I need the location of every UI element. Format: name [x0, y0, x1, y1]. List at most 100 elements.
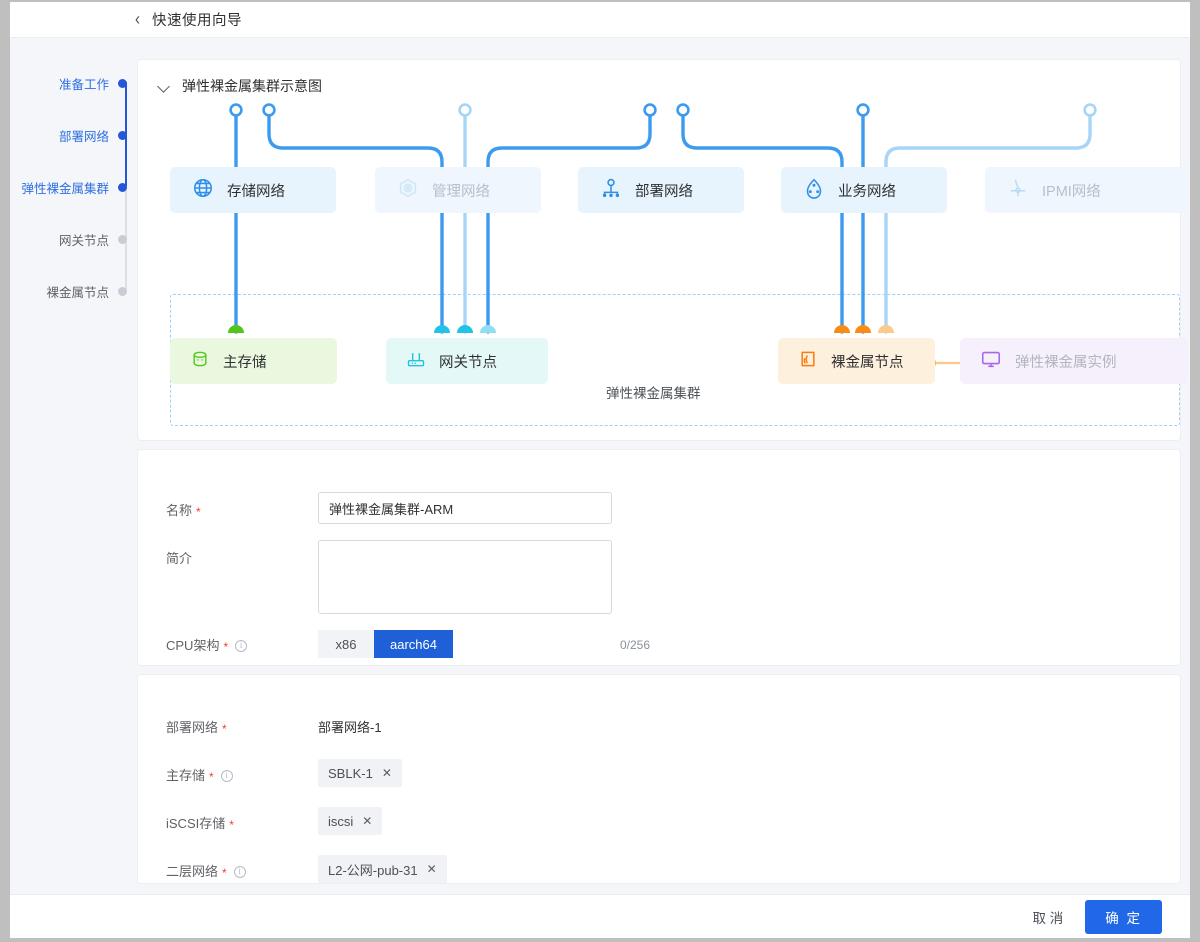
sidebar-item-deploy-network[interactable]: 部署网络 — [59, 126, 127, 145]
diagram-card: 弹性裸金属集群示意图 弹性裸金属集群 — [138, 60, 1188, 440]
window-frame-right — [1190, 0, 1200, 942]
network-box-deploy[interactable]: 部署网络 — [578, 167, 744, 213]
form-row-iscsi-storage: iSCSI存储 * iscsi ✕ — [166, 807, 383, 835]
primary-storage-tag[interactable]: SBLK-1 ✕ — [318, 759, 402, 787]
intro-textarea[interactable] — [318, 540, 612, 614]
remove-tag-icon[interactable]: ✕ — [362, 814, 373, 828]
signal-icon — [798, 349, 818, 374]
diagram-title: 弹性裸金属集群示意图 — [182, 78, 322, 94]
info-icon[interactable] — [233, 864, 246, 878]
step-dot-icon — [118, 183, 127, 192]
monitor-icon — [980, 348, 1002, 375]
required-marker: * — [222, 721, 227, 736]
l2-network-label-text: 二层网络 — [166, 864, 219, 879]
l2-network-label: 二层网络 * — [166, 855, 318, 880]
step-label: 准备工作 — [58, 78, 109, 92]
cpu-arch-option-aarch64[interactable]: aarch64 — [374, 630, 453, 658]
target-icon — [397, 177, 419, 204]
database-icon — [190, 349, 210, 374]
step-rail-segment-4 — [125, 238, 127, 290]
window-frame-bottom — [0, 938, 1200, 942]
tag-label: iscsi — [328, 813, 354, 829]
node-label: 弹性裸金属实例 — [1015, 354, 1117, 371]
required-marker: * — [196, 504, 201, 519]
node-label: 主存储 — [223, 354, 267, 371]
name-label-text: 名称 — [166, 503, 193, 518]
page-body: 准备工作 部署网络 弹性裸金属集群 网关节点 裸金属节点 — [10, 38, 1190, 898]
step-dot-icon — [118, 79, 127, 88]
step-dot-icon — [118, 235, 127, 244]
network-label: IPMI网络 — [1042, 183, 1101, 200]
tag-label: L2-公网-pub-31 — [328, 862, 418, 878]
node-box-baremetal[interactable]: 裸金属节点 — [778, 338, 935, 384]
remove-tag-icon[interactable]: ✕ — [426, 862, 437, 876]
sidebar-item-baremetal-cluster[interactable]: 弹性裸金属集群 — [21, 178, 127, 197]
name-input[interactable] — [318, 492, 612, 524]
sitemap-icon — [600, 177, 622, 204]
cluster-diagram: 弹性裸金属集群 — [138, 60, 1188, 440]
step-label: 裸金属节点 — [46, 286, 109, 300]
network-config-card: 部署网络 * 部署网络-1 主存储 * SBLK-1 ✕ iSCSI存储 — [138, 675, 1180, 883]
cluster-caption: 弹性裸金属集群 — [606, 386, 701, 401]
sidebar-item-preparation[interactable]: 准备工作 — [59, 74, 127, 93]
cpu-arch-option-x86[interactable]: x86 — [318, 630, 374, 658]
diagram-collapse-header[interactable]: 弹性裸金属集群示意图 — [158, 76, 322, 96]
iscsi-storage-label-text: iSCSI存储 — [166, 816, 226, 831]
network-label: 管理网络 — [432, 183, 490, 200]
cancel-button[interactable]: 取 消 — [1022, 901, 1073, 933]
window-frame-left — [0, 0, 10, 942]
window-frame-top — [0, 0, 1200, 2]
network-box-management[interactable]: 管理网络 — [375, 167, 541, 213]
remove-tag-icon[interactable]: ✕ — [381, 766, 392, 780]
wizard-steps: 准备工作 部署网络 弹性裸金属集群 网关节点 裸金属节点 — [10, 38, 135, 318]
globe-icon — [192, 177, 214, 204]
dialog-footer: 取 消 确 定 — [10, 894, 1190, 938]
chevron-left-icon[interactable]: ‹ — [135, 8, 140, 31]
network-box-business[interactable]: 业务网络 — [781, 167, 947, 213]
deploy-network-value: 部署网络-1 — [318, 720, 382, 735]
required-marker: * — [222, 865, 227, 880]
l2-network-tag[interactable]: L2-公网-pub-31 ✕ — [318, 855, 447, 883]
intro-label: 简介 — [166, 540, 318, 567]
network-label: 部署网络 — [635, 183, 693, 200]
node-label: 网关节点 — [439, 354, 497, 371]
intro-counter: 0/256 — [620, 638, 651, 652]
step-rail-segment-1 — [125, 82, 127, 134]
confirm-button[interactable]: 确 定 — [1085, 899, 1162, 934]
form-row-primary-storage: 主存储 * SBLK-1 ✕ — [166, 759, 402, 787]
sidebar-item-baremetal-node[interactable]: 裸金属节点 — [46, 282, 127, 301]
form-row-l2-network: 二层网络 * L2-公网-pub-31 ✕ — [166, 855, 447, 883]
network-label: 业务网络 — [838, 183, 896, 200]
cpu-arch-label-text: CPU架构 — [166, 638, 220, 653]
intro-label-text: 简介 — [166, 551, 193, 566]
ipmi-icon — [1007, 177, 1029, 204]
iscsi-storage-tag[interactable]: iscsi ✕ — [318, 807, 383, 835]
cloud-icon — [803, 177, 825, 204]
network-label: 存储网络 — [227, 183, 285, 200]
form-row-cpu-arch: CPU架构 * x86 aarch64 — [166, 630, 453, 658]
primary-storage-label: 主存储 * — [166, 759, 318, 784]
cpu-arch-label: CPU架构 * — [166, 630, 318, 654]
network-box-ipmi[interactable]: IPMI网络 — [985, 167, 1188, 213]
deploy-network-label-text: 部署网络 — [166, 720, 219, 735]
node-box-primary-storage[interactable]: 主存储 — [170, 338, 337, 384]
step-rail-segment-2 — [125, 134, 127, 186]
basic-info-card: 名称 * 简介 0/256 CPU架构 * — [138, 450, 1180, 665]
cpu-arch-segmented-control[interactable]: x86 aarch64 — [318, 630, 453, 658]
node-box-elastic-instance[interactable]: 弹性裸金属实例 — [960, 338, 1188, 384]
step-label: 网关节点 — [58, 234, 109, 248]
deploy-network-label: 部署网络 * — [166, 717, 318, 736]
tag-label: SBLK-1 — [328, 765, 373, 781]
form-row-intro: 简介 0/256 — [166, 540, 650, 652]
sidebar-item-gateway-node[interactable]: 网关节点 — [59, 230, 127, 249]
network-box-storage[interactable]: 存储网络 — [170, 167, 336, 213]
page-title: 快速使用向导 — [152, 13, 242, 29]
step-label: 部署网络 — [58, 130, 109, 144]
form-row-deploy-network: 部署网络 * 部署网络-1 — [166, 717, 382, 736]
info-icon[interactable] — [220, 768, 233, 782]
iscsi-storage-label: iSCSI存储 * — [166, 807, 318, 832]
node-box-gateway[interactable]: 网关节点 — [386, 338, 548, 384]
node-label: 裸金属节点 — [831, 354, 904, 371]
info-icon[interactable] — [235, 638, 248, 652]
